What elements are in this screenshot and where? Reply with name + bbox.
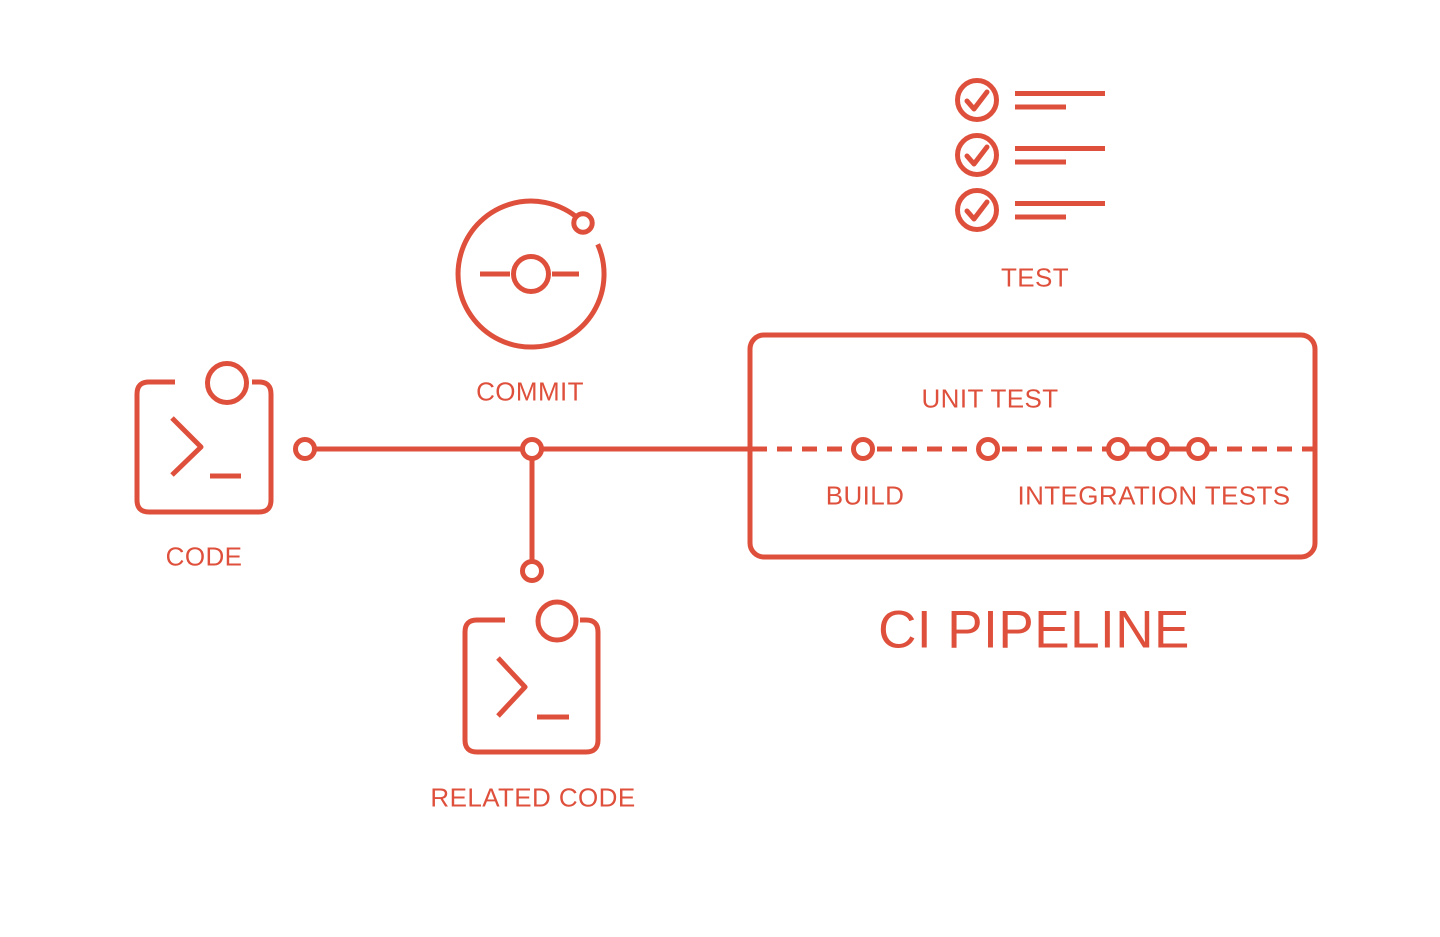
related-code-terminal-icon: [462, 599, 601, 755]
test-label: TEST: [1000, 262, 1070, 293]
ci-pipeline-title: CI PIPELINE: [878, 600, 1190, 660]
commit-junction-node: [520, 437, 544, 461]
commit-label: COMMIT: [476, 376, 584, 407]
code-icon-frame: [134, 379, 274, 515]
integration-test-node-2: [1146, 437, 1170, 461]
related-code-label: RELATED CODE: [430, 782, 636, 813]
checklist-item-2: [955, 133, 1105, 177]
checkmark-icon: [964, 144, 990, 167]
checkmark-icon: [964, 199, 990, 222]
pipeline-box: [747, 332, 1318, 560]
checklist-item-3: [955, 188, 1105, 232]
integration-test-node-1: [1106, 437, 1130, 461]
check-circle-icon: [955, 188, 999, 232]
commit-icon-orbit-arc: [455, 198, 607, 350]
build-stage-node: [851, 437, 875, 461]
code-icon-prompt-chevron: [170, 416, 204, 477]
commit-icon: [455, 198, 607, 350]
check-circle-icon: [955, 133, 999, 177]
code-terminal-icon: [134, 361, 274, 515]
check-circle-icon: [955, 78, 999, 122]
test-checklist-icon: [955, 78, 1105, 232]
related-code-icon-frame: [462, 617, 601, 755]
unit-test-label: UNIT TEST: [921, 383, 1059, 414]
commit-icon-center-circle: [511, 254, 551, 294]
build-label: BUILD: [825, 480, 905, 511]
related-code-icon-pin-circle: [535, 599, 579, 643]
integration-tests-node-cluster: [1106, 437, 1210, 461]
commit-icon-satellite-circle: [571, 211, 595, 235]
integration-tests-label: INTEGRATION TESTS: [1017, 480, 1291, 511]
unit-test-stage-node: [976, 437, 1000, 461]
code-icon-pin-circle: [205, 361, 249, 405]
integration-test-node-3: [1186, 437, 1210, 461]
checklist-item-1: [955, 78, 1105, 122]
code-label: CODE: [165, 541, 243, 572]
related-branch-node: [520, 559, 544, 583]
checkmark-icon: [964, 89, 990, 112]
related-code-icon-prompt-chevron: [496, 656, 528, 718]
code-branch-start-node: [293, 437, 317, 461]
